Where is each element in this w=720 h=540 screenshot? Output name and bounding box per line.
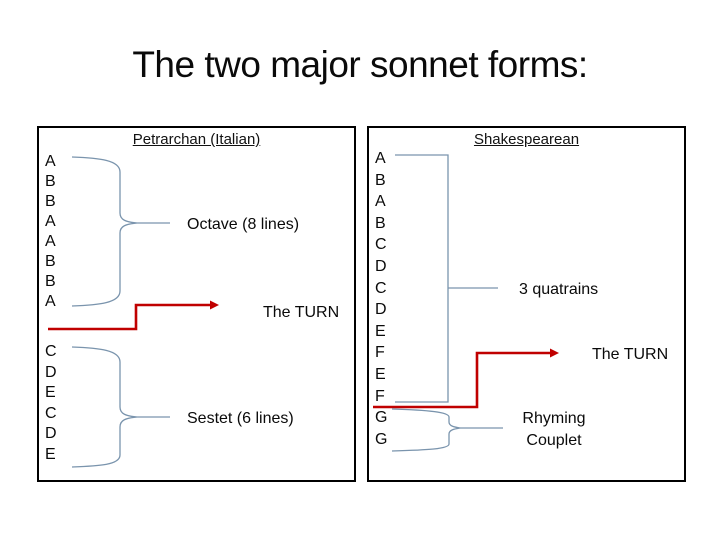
rhyme-letter: A [45, 153, 56, 170]
rhyme-letter: A [375, 150, 386, 167]
rhyme-letter: B [375, 171, 386, 189]
rhyme-letter: F [375, 344, 385, 362]
rhyme-letter: A [45, 233, 56, 250]
octave-label: Octave (8 lines) [187, 216, 300, 233]
shakespearean-header: Shakespearean [473, 131, 580, 148]
slide-title: The two major sonnet forms: [132, 44, 588, 85]
petrarchan-header: Petrarchan (Italian) [132, 131, 261, 148]
rhyme-letter: A [45, 213, 56, 230]
rhyme-letter: C [375, 236, 387, 254]
rhyme-letter: E [45, 445, 56, 463]
couplet-label-line2: Couplet [526, 432, 582, 449]
rhyme-letter: D [375, 257, 387, 275]
sestet-label: Sestet (6 lines) [187, 410, 294, 427]
rhyme-letter: B [375, 214, 386, 232]
rhyme-letter: C [45, 404, 57, 422]
rhyme-letter: C [375, 279, 387, 297]
rhyme-letter: F [375, 387, 385, 405]
rhyme-letter: B [45, 193, 56, 210]
sestet-brace [71, 346, 138, 468]
rhyme-letter: E [375, 365, 386, 383]
rhyme-letter: A [45, 293, 56, 310]
rhyme-letter: A [375, 193, 386, 211]
turn-arrowhead-icon [210, 300, 219, 310]
petrarchan-turn-label: The TURN [263, 304, 340, 321]
quatrains-bracket [395, 154, 449, 403]
turn-arrow-line [373, 351, 551, 409]
couplet-label-line1: Rhyming [522, 410, 586, 427]
shakespearean-turn-label: The TURN [592, 346, 669, 363]
rhyme-letter: E [375, 322, 386, 340]
octave-brace [71, 156, 138, 307]
rhyme-letter: G [375, 409, 388, 427]
rhyme-letter: C [45, 343, 57, 360]
rhyme-letter: D [45, 425, 57, 443]
couplet-label: Rhyming Couplet [504, 408, 604, 452]
rhyme-letter: E [45, 384, 56, 402]
couplet-brace [391, 408, 461, 452]
turn-arrow-line [48, 303, 211, 331]
quatrains-label: 3 quatrains [519, 281, 599, 298]
turn-arrowhead-icon [550, 348, 559, 358]
rhyme-letter: G [375, 430, 388, 448]
rhyme-letter: D [45, 363, 57, 381]
rhyme-letter: D [375, 301, 387, 319]
rhyme-letter: B [45, 273, 56, 290]
rhyme-letter: B [45, 173, 56, 190]
rhyme-letter: B [45, 253, 56, 270]
